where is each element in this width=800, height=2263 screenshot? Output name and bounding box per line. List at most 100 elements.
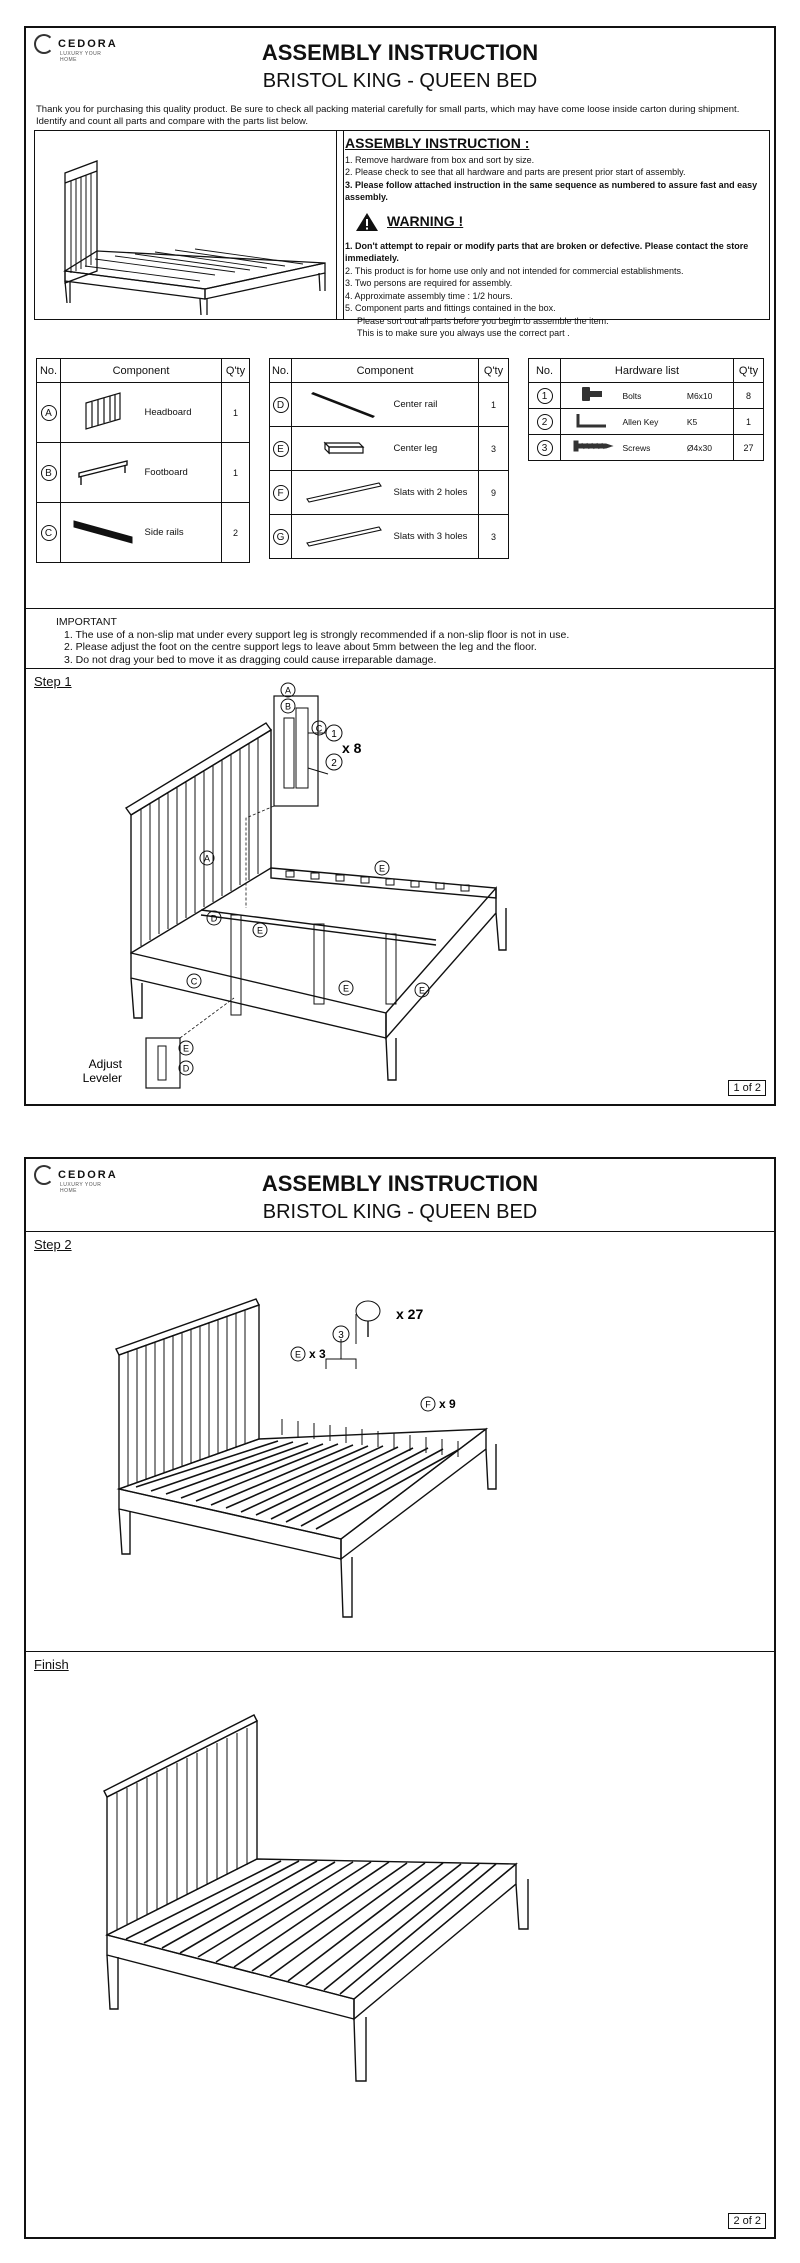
important-heading: IMPORTANT [56, 616, 117, 628]
table-row: G Slats with 3 holes 3 [269, 514, 509, 559]
part-letter: C [40, 524, 57, 541]
hardware-number: 3 [536, 439, 553, 456]
table-row: F Slats with 2 holes 9 [269, 470, 509, 515]
allen-key-icon [576, 414, 606, 428]
callout-d: D [183, 1064, 190, 1074]
important-item: 1. The use of a non-slip mat under every… [64, 628, 570, 641]
warning-item: This is to make sure you always use the … [357, 328, 570, 338]
side-rail-icon [73, 520, 133, 544]
slat-2-holes-icon [305, 482, 382, 503]
component-qty: 2 [221, 502, 250, 563]
component-name: Slats with 2 holes [393, 470, 479, 515]
col-qty: Q'ty [221, 358, 250, 383]
instruction-page-2: CEDORA LUXURY YOUR HOME ASSEMBLY INSTRUC… [24, 1157, 776, 2239]
page-subtitle: BRISTOL KING - QUEEN BED [262, 1201, 538, 1223]
callout-e: E [419, 986, 425, 996]
component-qty: 3 [478, 514, 509, 559]
hardware-qty: 27 [733, 434, 764, 461]
component-name: Headboard [144, 382, 222, 443]
table-row: E Center leg 3 [269, 426, 509, 471]
table-row: 2 Allen Key K5 1 [528, 408, 764, 435]
brand-tagline: LUXURY YOUR HOME [60, 1182, 102, 1194]
hardware-number: 2 [536, 413, 553, 430]
warning-item: 4. Approximate assembly time : 1/2 hours… [345, 290, 513, 301]
brand-logo: CEDORA LUXURY YOUR HOME [34, 1165, 118, 1194]
part-letter: A [40, 404, 57, 421]
component-name: Slats with 3 holes [393, 514, 479, 559]
center-rail-icon [310, 392, 375, 418]
warning-item: 3. Two persons are required for assembly… [345, 278, 513, 288]
page-number: 1 of 2 [728, 1080, 766, 1096]
divider [26, 1651, 774, 1652]
components-table-1: No. Component Q'ty A Headboard 1 B Footb… [36, 358, 250, 563]
component-name: Footboard [144, 442, 222, 503]
page-title: ASSEMBLY INSTRUCTION [261, 1171, 539, 1196]
page-number: 2 of 2 [728, 2213, 766, 2229]
callout-c: C [191, 977, 198, 987]
callout-e: E [183, 1044, 189, 1054]
instructions-heading: ASSEMBLY INSTRUCTION : [345, 135, 530, 151]
warning-item: 1. Don't attempt to repair or modify par… [345, 240, 749, 264]
e-count: x 3 [309, 1347, 326, 1361]
callout-hardware-2: 2 [331, 758, 337, 769]
col-hardware: Hardware list [560, 358, 734, 383]
brand-logo: CEDORA LUXURY YOUR HOME [34, 34, 118, 63]
component-qty: 1 [221, 382, 250, 443]
callout-f: F [425, 1400, 431, 1410]
component-qty: 3 [478, 426, 509, 471]
divider [26, 1231, 774, 1232]
col-no: No. [36, 358, 61, 383]
bed-preview-drawing [63, 160, 326, 316]
part-letter: E [272, 440, 289, 457]
component-qty: 1 [221, 442, 250, 503]
warning-heading: WARNING ! [387, 213, 464, 230]
screw-count: x 27 [396, 1306, 423, 1322]
warning-item: Please sort out all parts before you beg… [357, 315, 609, 326]
divider [26, 608, 774, 609]
divider [26, 668, 774, 669]
callout-e: E [257, 926, 263, 936]
hardware-qty: 1 [733, 408, 764, 435]
component-name: Center leg [393, 426, 479, 471]
center-leg-icon [323, 441, 365, 455]
slat-3-holes-icon [305, 526, 382, 547]
hardware-size: K5 [686, 408, 734, 435]
part-letter: D [272, 396, 289, 413]
components-table-2: No. Component Q'ty D Center rail 1 E Cen… [269, 358, 509, 559]
table-row: A Headboard 1 [36, 382, 250, 443]
important-notes: IMPORTANT 1. The use of a non-slip mat u… [40, 616, 569, 666]
hardware-name: Bolts [622, 382, 687, 409]
screw-icon [573, 440, 614, 452]
bolt-icon [581, 387, 602, 401]
finish-label: Finish [34, 1657, 69, 1672]
page-title: ASSEMBLY INSTRUCTION [261, 40, 539, 65]
hardware-size: Ø4x30 [686, 434, 734, 461]
warning-icon [356, 212, 378, 231]
table-row: 3 Screws Ø4x30 27 [528, 434, 764, 461]
component-qty: 1 [478, 382, 509, 427]
table-row: C Side rails 2 [36, 502, 250, 563]
logo-mark-icon [34, 1165, 54, 1185]
bed-preview-image [34, 130, 344, 320]
leveler-label: Adjust [89, 1057, 123, 1071]
step-1-diagram: A D C E E E E A B C 1 2 x 8 E D Adjust L… [83, 682, 507, 1089]
callout-d: D [211, 914, 218, 924]
warning-item: 5. Component parts and fittings containe… [345, 303, 556, 313]
instruction-page-1: CEDORA LUXURY YOUR HOME ASSEMBLY INSTRUC… [24, 26, 776, 1106]
bolt-count: x 8 [342, 740, 362, 756]
callout-hardware-3: 3 [338, 1330, 344, 1341]
col-qty: Q'ty [733, 358, 764, 383]
col-component: Component [60, 358, 222, 383]
hardware-size: M6x10 [686, 382, 734, 409]
important-item: 3. Do not drag your bed to move it as dr… [64, 653, 437, 666]
footboard-icon [78, 460, 128, 485]
headboard-icon [85, 392, 121, 430]
col-no: No. [528, 358, 561, 383]
step-1-label: Step 1 [34, 674, 72, 689]
page-subtitle: BRISTOL KING - QUEEN BED [262, 70, 538, 92]
brand-tagline: LUXURY YOUR HOME [60, 51, 102, 63]
leveler-label: Leveler [83, 1071, 122, 1085]
instruction-box: ASSEMBLY INSTRUCTION : 1. Remove hardwar… [336, 130, 770, 338]
intro-text: Thank you for purchasing this quality pr… [36, 104, 740, 127]
table-row: B Footboard 1 [36, 442, 250, 503]
